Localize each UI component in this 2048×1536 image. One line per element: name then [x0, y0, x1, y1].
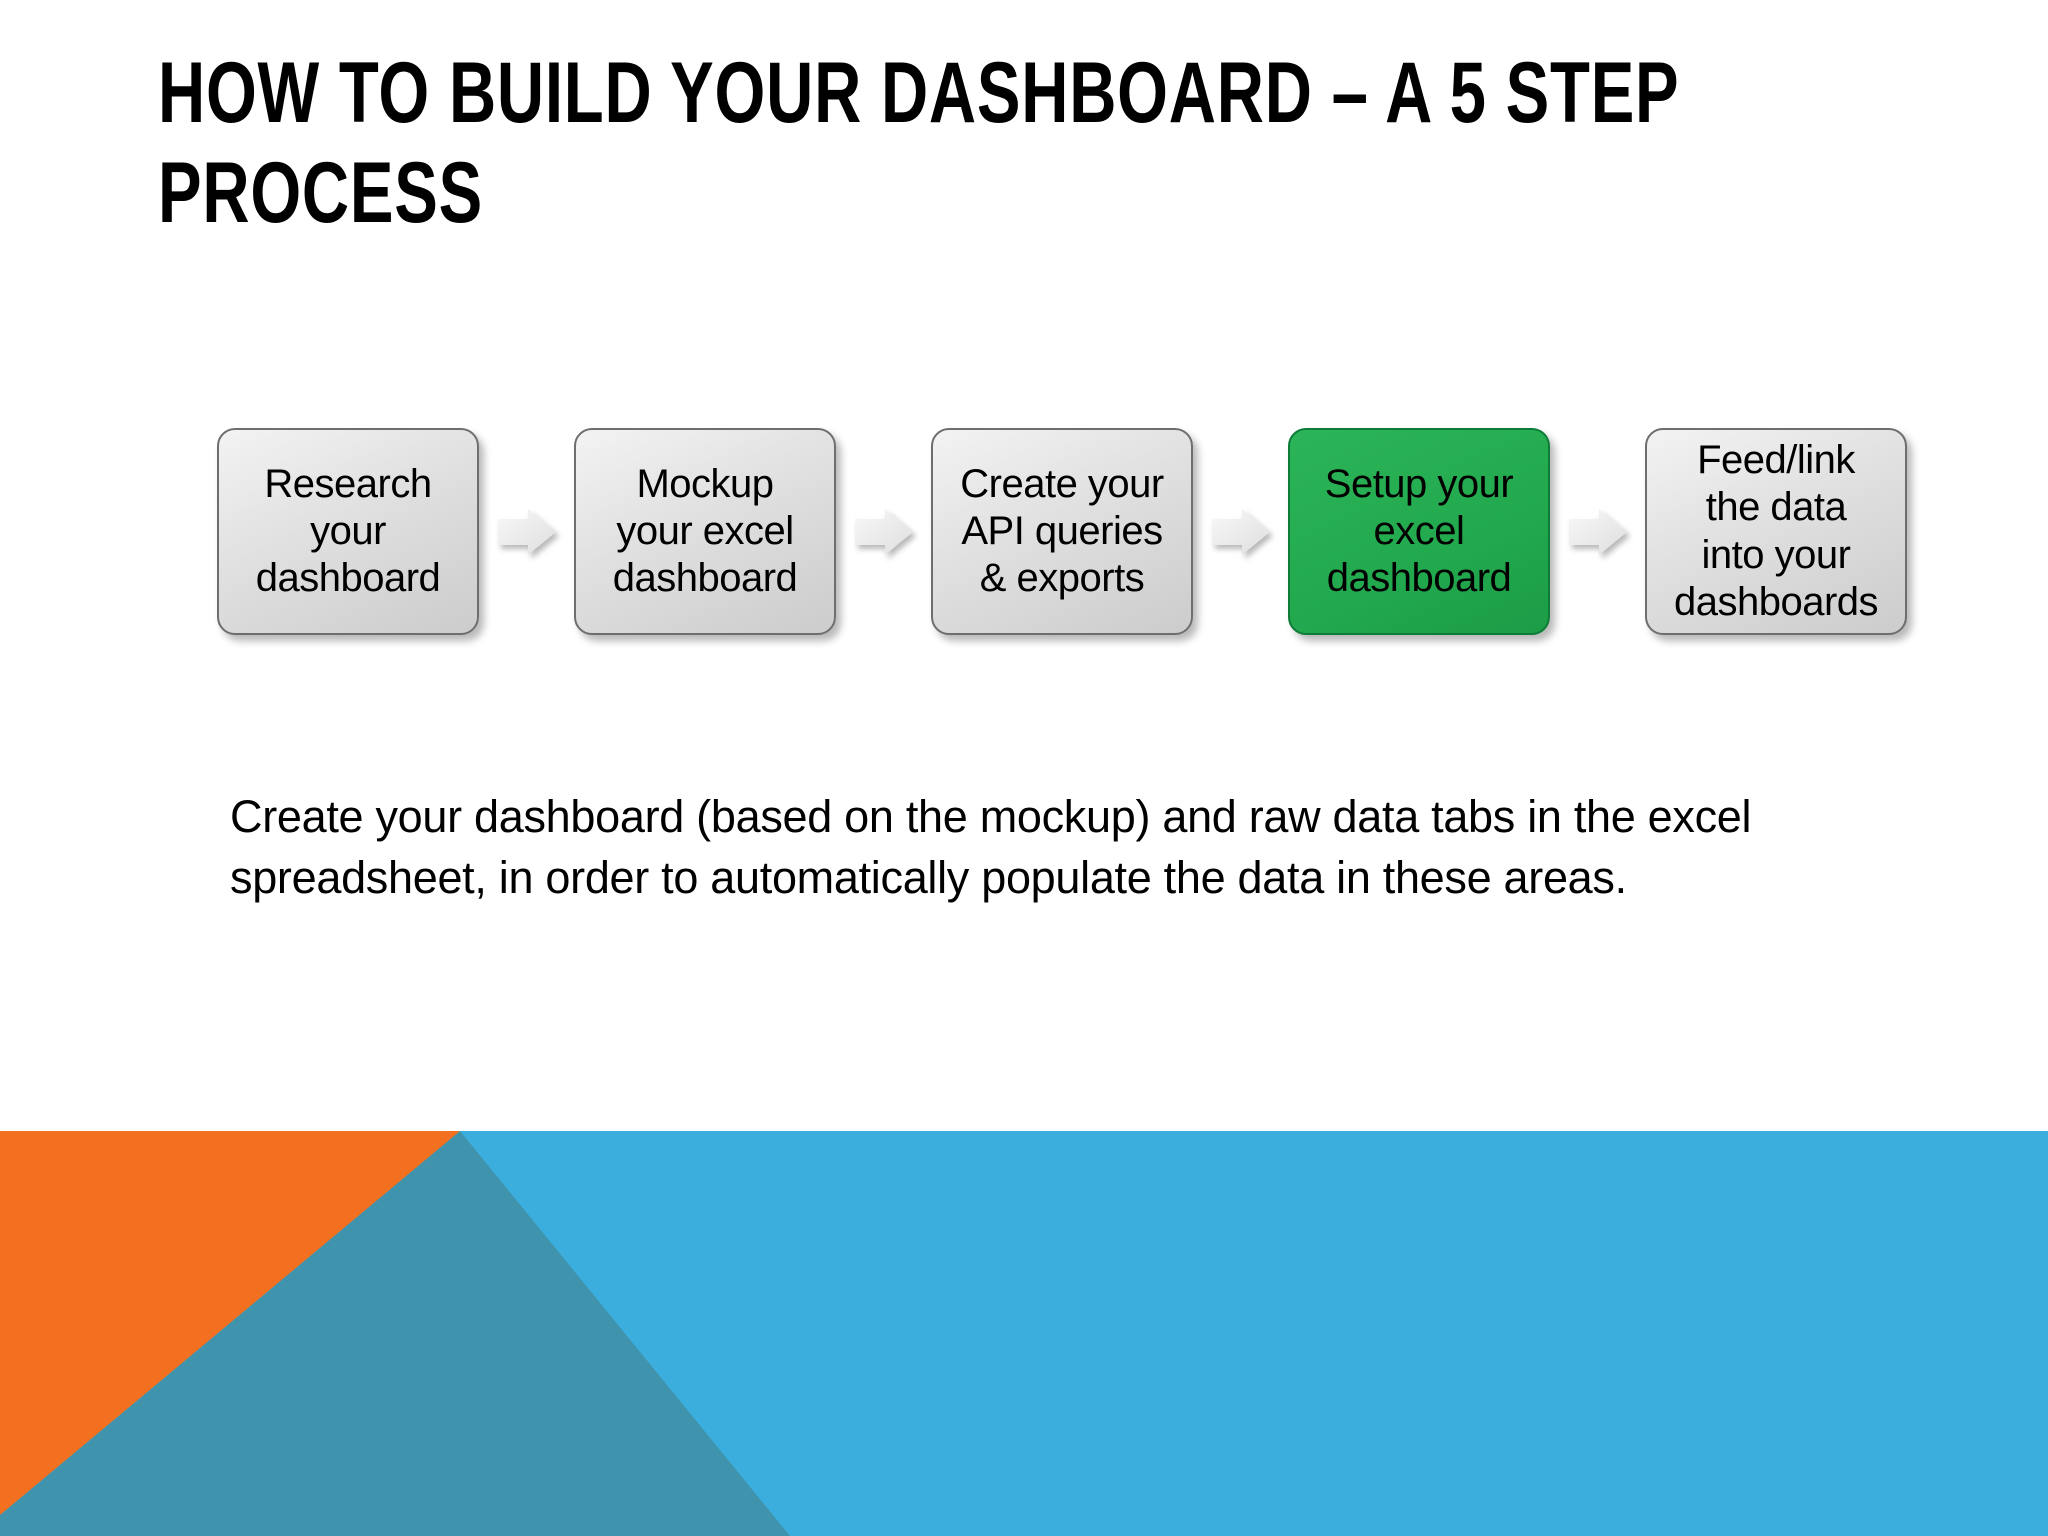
arrow-right-icon: [854, 508, 913, 555]
process-step-5: Feed/link the data into your dashboards: [1645, 428, 1907, 635]
process-step-2: Mockup your excel dashboard: [574, 428, 836, 635]
process-flow: Research your dashboard Mockup your exce…: [217, 428, 1907, 635]
arrow-right-icon: [1568, 508, 1627, 555]
process-connector: [836, 428, 931, 635]
arrow-right-icon: [497, 508, 556, 555]
body-paragraph: Create your dashboard (based on the mock…: [230, 791, 1752, 904]
decoration-orange-triangle: [0, 1131, 460, 1515]
slide-title-line2: PROCESS: [158, 144, 483, 241]
process-connector: [1193, 428, 1288, 635]
process-step-1: Research your dashboard: [217, 428, 479, 635]
arrow-right-icon: [1211, 508, 1270, 555]
bottom-decoration: [0, 1131, 2048, 1536]
process-step-4-highlighted: Setup your excel dashboard: [1288, 428, 1550, 635]
slide-title-line1: HOW TO BUILD YOUR DASHBOARD – A 5 STEP: [158, 45, 1680, 141]
process-connector: [1550, 428, 1645, 635]
process-step-3: Create your API queries & exports: [931, 428, 1193, 635]
decoration-teal-triangle: [0, 1131, 790, 1536]
process-connector: [479, 428, 574, 635]
slide-title: HOW TO BUILD YOUR DASHBOARD – A 5 STEP P…: [158, 44, 2048, 244]
